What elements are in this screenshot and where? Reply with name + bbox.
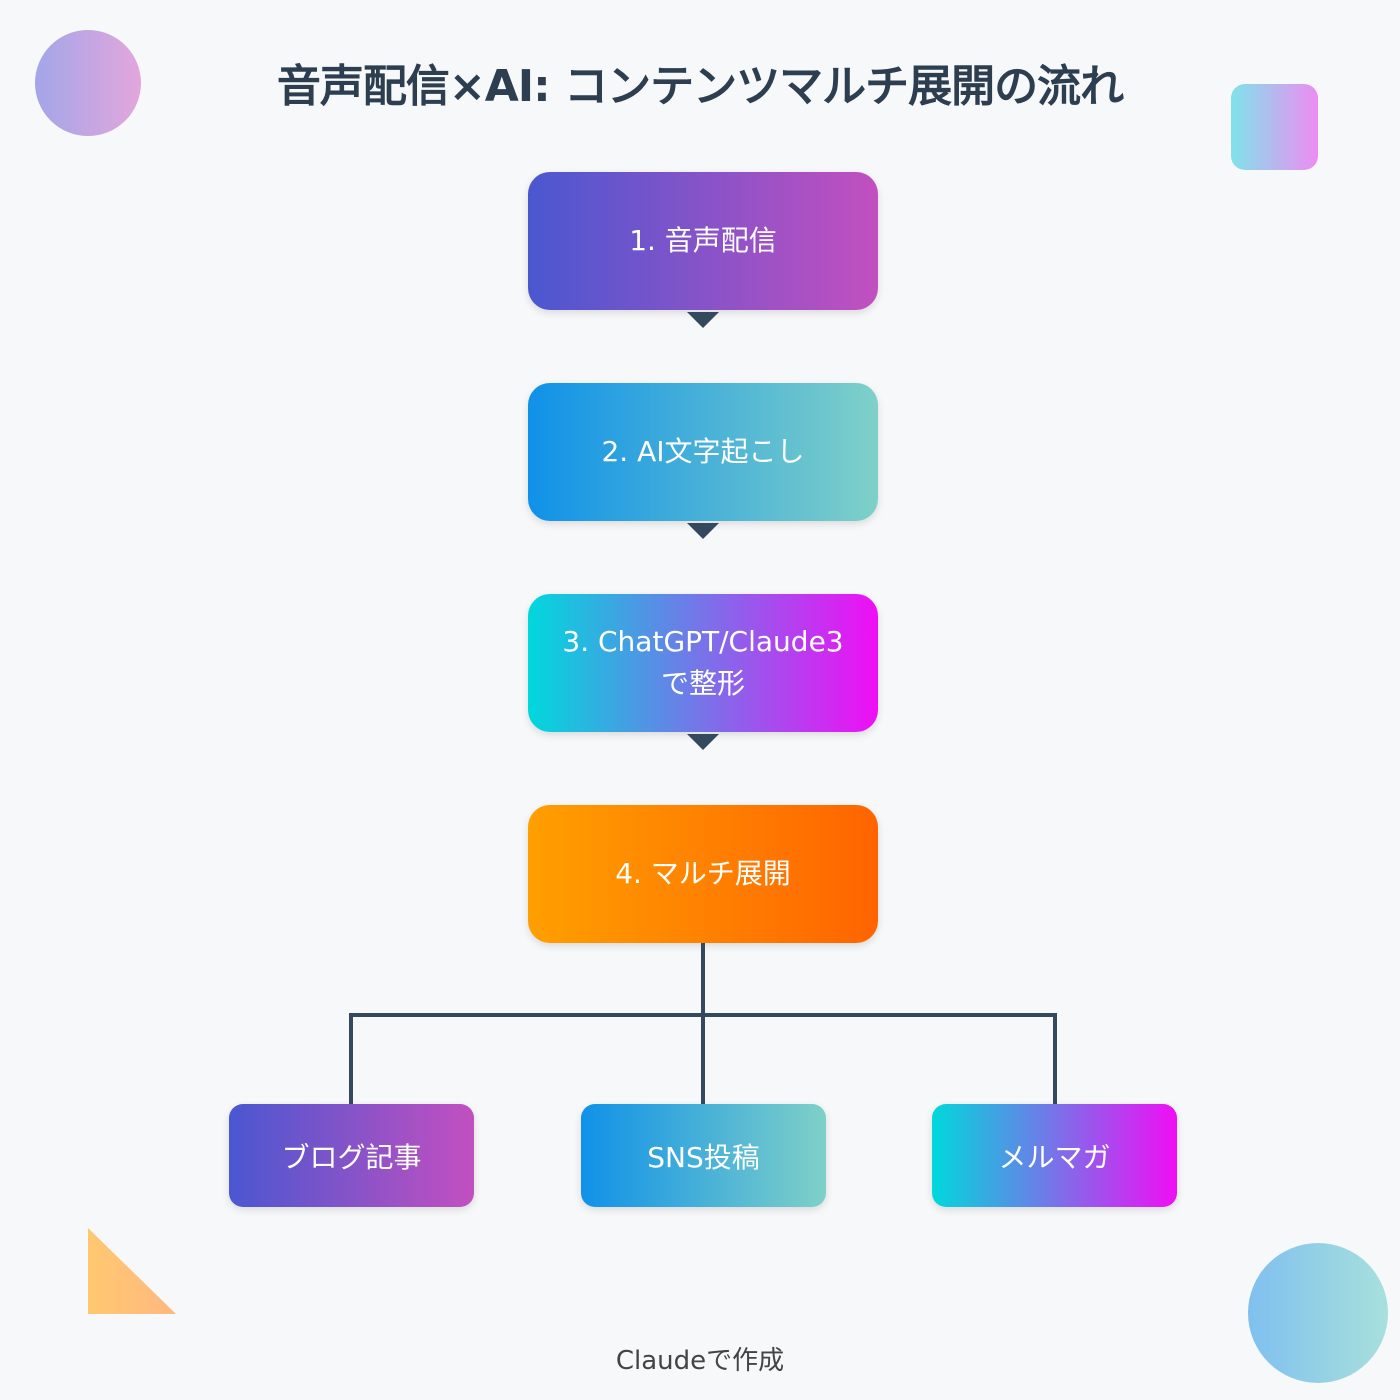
connector-left — [349, 1013, 353, 1104]
decor-circle-bottom-right — [1248, 1243, 1388, 1383]
step-3-label-line2: で整形 — [660, 667, 745, 700]
page-title: 音声配信×AI: コンテンツマルチ展開の流れ — [276, 61, 1124, 112]
step-1-label: 1. 音声配信 — [629, 224, 777, 257]
arrow-down-icon — [687, 312, 719, 328]
output-sns-box: SNS投稿 — [581, 1104, 826, 1207]
output-blog-box: ブログ記事 — [229, 1104, 474, 1207]
output-sns-label: SNS投稿 — [647, 1140, 760, 1174]
output-newsletter-box: メルマガ — [932, 1104, 1177, 1207]
decor-circle-top-left — [35, 30, 141, 136]
decor-square-top-right — [1231, 84, 1318, 170]
output-blog-label: ブログ記事 — [281, 1140, 422, 1174]
step-4-label: 4. マルチ展開 — [615, 857, 791, 890]
arrow-down-icon — [687, 734, 719, 750]
arrow-down-icon — [687, 523, 719, 539]
step-2-label: 2. AI文字起こし — [601, 435, 805, 468]
decor-triangle-bottom-left — [88, 1228, 176, 1314]
output-newsletter-label: メルマガ — [998, 1140, 1111, 1174]
step-1-box: 1. 音声配信 — [528, 172, 878, 310]
connector-right — [1053, 1013, 1057, 1104]
footer-credit: Claudeで作成 — [615, 1346, 785, 1376]
step-2-box: 2. AI文字起こし — [528, 383, 878, 521]
step-3-label-line1: 3. ChatGPT/Claude3 — [562, 625, 844, 658]
step-4-box: 4. マルチ展開 — [528, 805, 878, 943]
connector-trunk — [701, 943, 705, 1104]
step-3-box: 3. ChatGPT/Claude3 で整形 — [528, 594, 878, 732]
connector-horizontal — [349, 1013, 1057, 1017]
